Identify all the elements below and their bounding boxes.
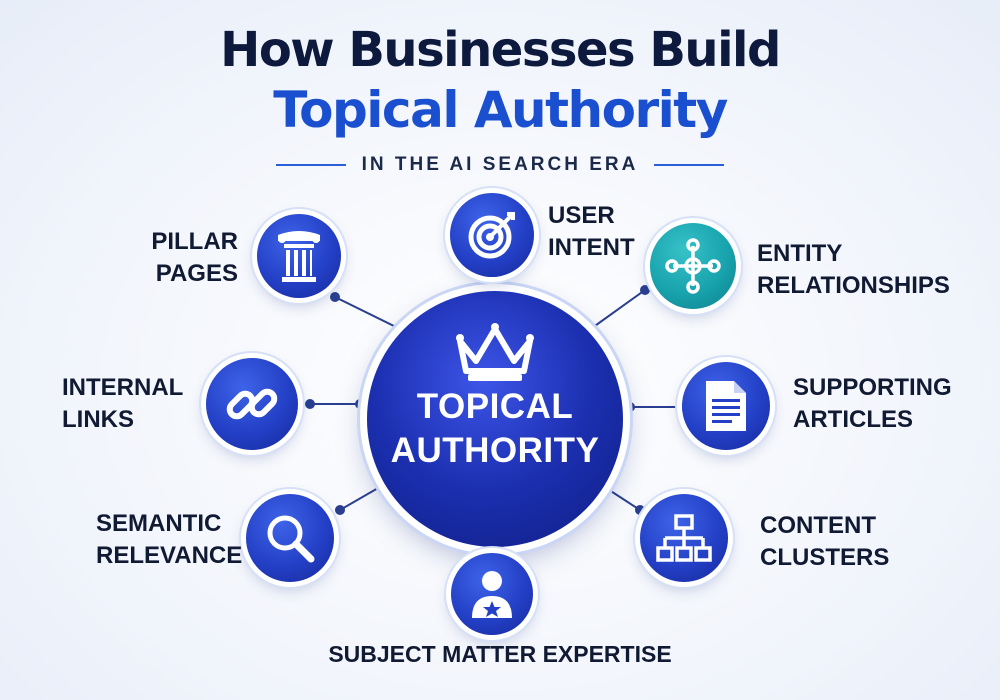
internal-links-label: INTERNAL LINKS xyxy=(62,374,184,433)
connector-entity xyxy=(591,289,646,329)
semantic-relevance-node xyxy=(246,494,334,582)
connector-clusters xyxy=(599,483,641,511)
subject-matter-expertise-label: SUBJECT MATTER EXPERTISE xyxy=(328,641,672,667)
subtitle-row: IN THE AI SEARCH ERA xyxy=(0,150,1000,180)
subtitle: IN THE AI SEARCH ERA xyxy=(361,154,639,175)
hub-label-line-2: AUTHORITY xyxy=(390,431,600,470)
target-icon xyxy=(468,212,515,259)
chain-link-icon xyxy=(226,388,278,420)
topical-authority-hub: TOPICAL AUTHORITY xyxy=(367,291,623,547)
pillar-pages-label: PILLAR PAGES xyxy=(151,228,238,287)
crown-icon xyxy=(456,323,534,381)
entity-relationships-node xyxy=(650,223,736,309)
user-intent-label: USER INTENT xyxy=(548,202,635,261)
title-line-2: Topical Authority xyxy=(273,81,728,139)
internal-links-node xyxy=(206,358,298,450)
subject-matter-expertise-node xyxy=(451,553,533,635)
supporting-articles-node xyxy=(682,362,770,450)
subtitle-rule-right xyxy=(654,164,725,166)
pillar-pages-node xyxy=(257,214,341,298)
supporting-articles-label: SUPPORTING ARTICLES xyxy=(793,374,952,433)
hub-label-line-1: TOPICAL xyxy=(416,387,574,426)
column-icon xyxy=(278,231,320,282)
title-line-1: How Businesses Build xyxy=(220,22,781,78)
network-icon xyxy=(665,238,721,294)
sitemap-icon xyxy=(656,514,712,562)
semantic-relevance-label: SEMANTIC RELEVANCE xyxy=(96,510,243,569)
content-clusters-node xyxy=(640,494,728,582)
user-intent-node xyxy=(450,193,534,277)
magnifier-icon xyxy=(267,515,315,563)
document-icon xyxy=(706,381,746,431)
connector-pillar xyxy=(334,296,399,329)
connector-semantic xyxy=(339,483,386,511)
content-clusters-label: CONTENT CLUSTERS xyxy=(760,512,890,571)
expert-person-icon xyxy=(472,571,512,618)
subtitle-rule-left xyxy=(275,164,346,166)
entity-relationships-label: ENTITY RELATIONSHIPS xyxy=(757,240,950,299)
